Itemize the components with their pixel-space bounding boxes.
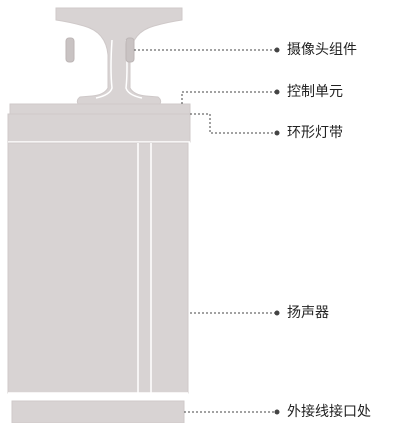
label-light-ring: 环形灯带 [287, 125, 343, 141]
leader-dot-speaker [274, 310, 280, 316]
label-camera-assembly: 摄像头组件 [287, 42, 357, 58]
label-interface: 外接线接口处 [287, 404, 371, 420]
light-ring [7, 113, 191, 143]
speaker-body [7, 142, 189, 394]
leader-control [181, 91, 275, 104]
interface-base [11, 400, 185, 423]
label-control-unit: 控制单元 [287, 84, 343, 100]
label-speaker: 扬声器 [287, 305, 329, 321]
camera-lens-right [125, 37, 135, 63]
camera-assembly [55, 7, 183, 105]
leader-light-ring [190, 113, 275, 134]
leader-dot-interface [274, 409, 280, 415]
control-unit [9, 103, 191, 115]
leader-dot-camera [274, 47, 280, 53]
leader-dot-light-ring [274, 130, 280, 136]
camera-stand [55, 7, 183, 105]
leader-dot-control [274, 89, 280, 95]
camera-lens-left [65, 37, 75, 63]
camera-stand-highlight-left [95, 39, 113, 99]
